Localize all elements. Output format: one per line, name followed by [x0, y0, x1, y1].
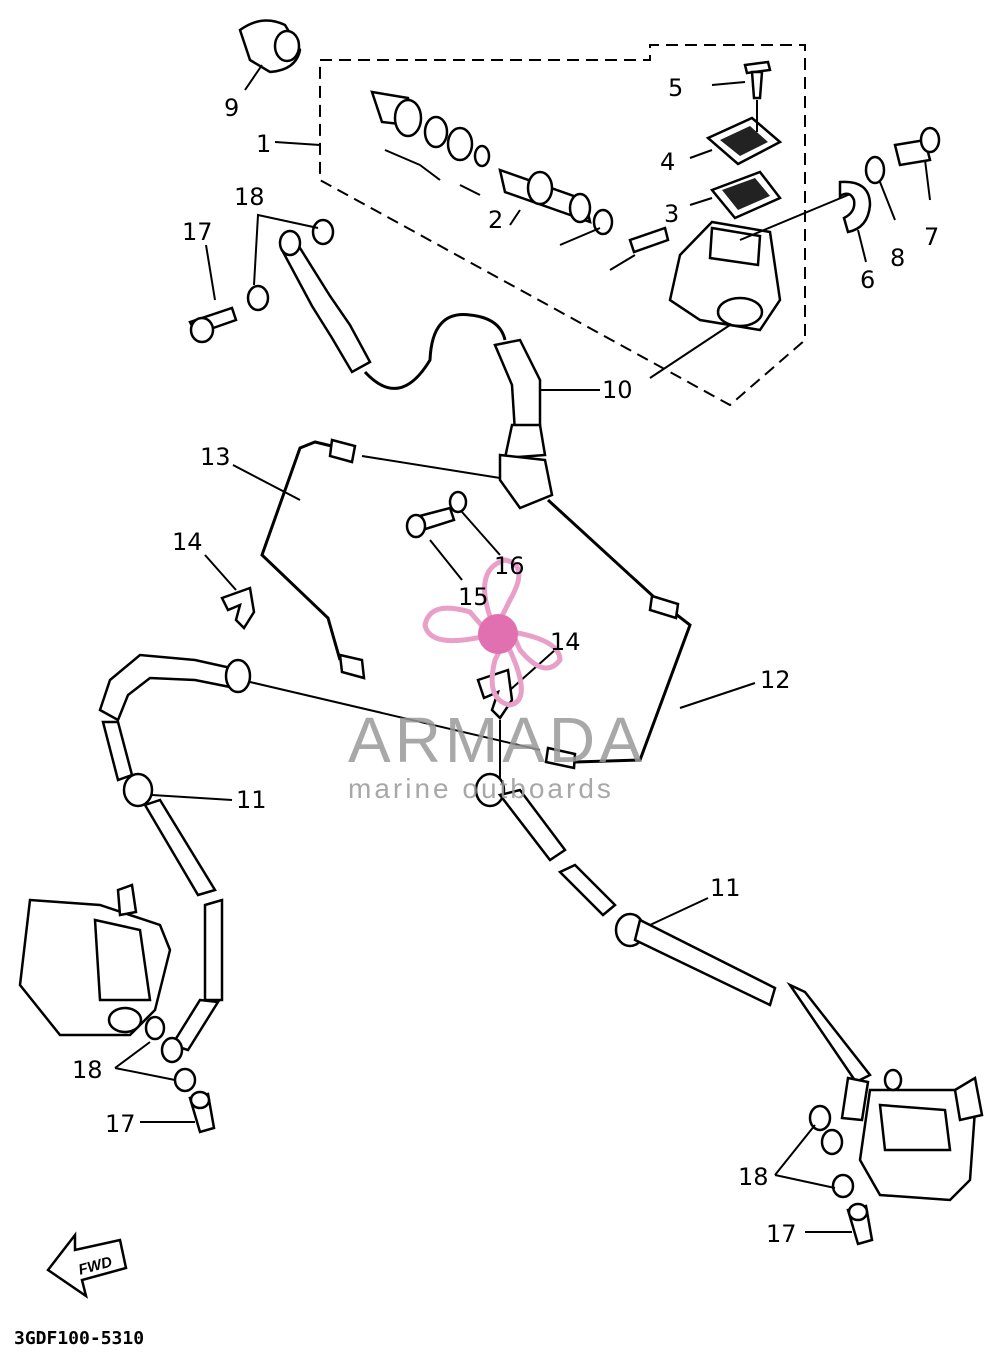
leader-9: [244, 64, 263, 91]
callout-8: 8: [890, 244, 905, 272]
callout-17-right: 17: [766, 1220, 797, 1248]
callout-15: 15: [458, 583, 489, 611]
part-4-cap: [689, 116, 783, 166]
master-cylinder-body: [649, 189, 861, 379]
part-5-screw: [711, 60, 772, 132]
part-7-bolt: [893, 126, 941, 201]
callout-4: 4: [660, 148, 675, 176]
callout-18-left: 18: [72, 1056, 103, 1084]
fwd-arrow-icon: FWD: [46, 1231, 128, 1299]
callout-11-right: 11: [710, 874, 741, 902]
part-6-bracket: [838, 180, 872, 263]
callout-12: 12: [760, 666, 791, 694]
callout-18-upper: 18: [234, 183, 265, 211]
part-code: 3GDF100-5310: [14, 1328, 144, 1349]
watermark: ARMADA marine outboards: [348, 557, 646, 804]
callout-9: 9: [224, 94, 239, 122]
part-11-hose-left: [98, 653, 252, 1064]
part-18-washer-upper: [246, 213, 335, 312]
callout-14-left: 14: [172, 528, 203, 556]
part-14-clip-left: [204, 554, 256, 630]
callout-17-left: 17: [105, 1110, 136, 1138]
part-17-bolt-left: [140, 1090, 216, 1134]
part-8-washer: [864, 155, 896, 221]
watermark-tagline: marine outboards: [348, 773, 614, 804]
callout-14-center: 14: [550, 628, 581, 656]
part-12-pipe: [249, 498, 756, 770]
part-10-hose: [278, 229, 600, 510]
callout-6: 6: [860, 266, 875, 294]
callout-16: 16: [494, 552, 525, 580]
callout-2: 2: [488, 206, 503, 234]
callout-17-upper: 17: [182, 218, 213, 246]
part-17-bolt-upper: [188, 244, 238, 344]
part-18-washer-left: [114, 1041, 197, 1093]
callout-18-right: 18: [738, 1163, 769, 1191]
part-17-bolt-right: [805, 1202, 874, 1246]
leader-1: [274, 141, 321, 146]
callout-11-left: 11: [236, 786, 267, 814]
part-18-washers-right: [774, 1104, 855, 1199]
part-14-clip-center: [476, 649, 556, 780]
part-2-piston: [498, 168, 670, 271]
callout-3: 3: [664, 200, 679, 228]
part-9-sleeve: [238, 19, 302, 74]
callout-5: 5: [668, 74, 683, 102]
part-13-pipe: [232, 438, 501, 680]
part-3-diaphragm: [689, 170, 782, 220]
part-11-hose-right: [474, 772, 872, 1122]
watermark-brand: ARMADA: [348, 704, 646, 776]
master-cylinder-kit-outline: [319, 44, 806, 407]
right-caliper: [858, 1068, 984, 1202]
part-1-piston-kit: [370, 90, 491, 196]
part-16-washer: [448, 490, 501, 556]
callout-13: 13: [200, 443, 231, 471]
callout-7: 7: [924, 223, 939, 251]
propeller-logo: [422, 557, 563, 708]
callout-10: 10: [602, 376, 633, 404]
callout-1: 1: [256, 130, 271, 158]
left-caliper: [18, 883, 172, 1041]
part-15-banjo-bolt: [405, 506, 463, 581]
